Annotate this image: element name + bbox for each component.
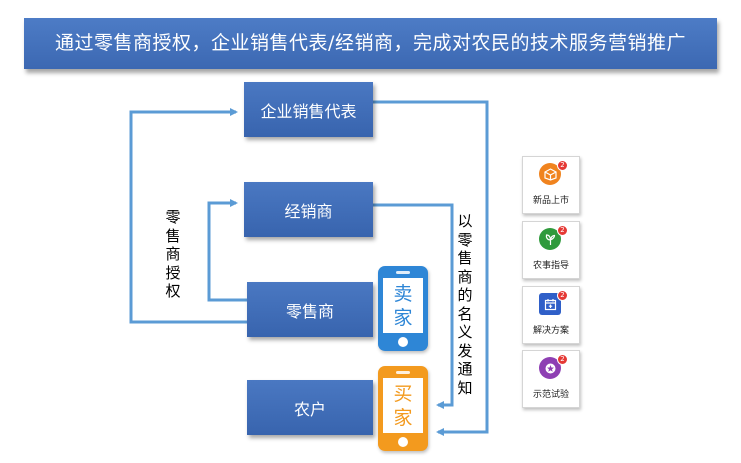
app-solutions[interactable]: 2 解决方案 <box>522 286 580 344</box>
app-demo-trials[interactable]: 2 示范试验 <box>522 350 580 408</box>
notify-label: 以零售商的名义发通知 <box>457 212 473 397</box>
notify-arrow-distributor <box>373 203 454 409</box>
auth-arrow-distributor <box>207 199 247 302</box>
retailer-authorization-label: 零售商授权 <box>165 208 181 300</box>
app-label: 农事指导 <box>532 261 569 271</box>
notification-badge: 2 <box>557 225 568 236</box>
app-new-products[interactable]: 2 新品上市 <box>522 156 580 214</box>
seller-phone-icon: 卖 家 <box>378 266 428 351</box>
buyer-phone-icon: 买 家 <box>378 366 428 451</box>
calendar-icon <box>539 293 561 315</box>
distributor-box: 经销商 <box>244 182 373 237</box>
auth-arrow-enterprise <box>129 108 247 324</box>
star-icon <box>539 357 561 379</box>
seller-phone-screen: 卖 家 <box>383 278 423 333</box>
box-icon <box>539 163 561 185</box>
notification-badge: 2 <box>557 290 568 301</box>
notification-badge: 2 <box>557 160 568 171</box>
phone-home-button <box>398 337 408 347</box>
notification-badge: 2 <box>557 354 568 365</box>
phone-speaker <box>396 371 410 374</box>
app-farming-guide[interactable]: 2 农事指导 <box>522 221 580 279</box>
retailer-box: 零售商 <box>247 282 373 337</box>
app-label: 新品上市 <box>532 196 569 206</box>
app-label: 解决方案 <box>532 326 569 336</box>
buyer-phone-screen: 买 家 <box>383 378 423 433</box>
buyer-char-1: 买 <box>393 382 413 405</box>
enterprise-sales-rep-box: 企业销售代表 <box>244 82 373 137</box>
notify-arrow-enterprise <box>373 100 489 436</box>
buyer-char-2: 家 <box>393 406 413 429</box>
seller-char-2: 家 <box>393 306 413 329</box>
app-label: 示范试验 <box>532 390 569 400</box>
seller-char-1: 卖 <box>393 282 413 305</box>
farmer-box: 农户 <box>247 380 373 435</box>
phone-speaker <box>396 271 410 274</box>
page-title: 通过零售商授权，企业销售代表/经销商，完成对农民的技术服务营销推广 <box>24 18 717 69</box>
phone-home-button <box>398 437 408 447</box>
leaf-icon <box>539 228 561 250</box>
